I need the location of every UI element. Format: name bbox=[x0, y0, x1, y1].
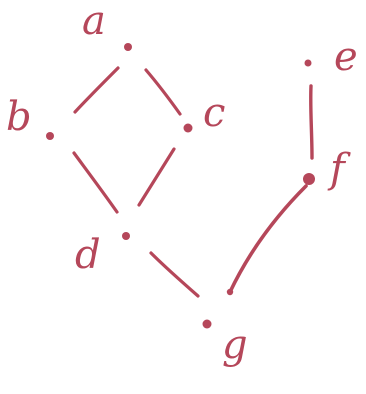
node-b-label: b bbox=[6, 94, 32, 140]
node-c-label: c bbox=[203, 90, 225, 136]
node-f-dot bbox=[303, 173, 315, 185]
node-d-dot bbox=[122, 232, 130, 240]
diagram-nodes: a b c d e f g bbox=[6, 0, 358, 368]
node-g-label: g bbox=[222, 322, 248, 368]
edge-a-c bbox=[144, 68, 182, 116]
edge-f-g-endpoint bbox=[226, 288, 234, 296]
edge-e-f bbox=[309, 84, 314, 160]
node-g-dot bbox=[202, 319, 212, 329]
edge-c-d bbox=[137, 147, 176, 207]
edge-b-d bbox=[72, 151, 119, 214]
node-f-label: f bbox=[327, 146, 351, 192]
node-b-dot bbox=[46, 132, 54, 140]
node-a-label: a bbox=[82, 0, 106, 44]
diagram-edges bbox=[72, 66, 314, 298]
edge-f-g bbox=[228, 184, 308, 294]
edge-a-b bbox=[73, 66, 120, 114]
node-c-dot bbox=[183, 123, 193, 133]
node-d-label: d bbox=[75, 232, 101, 278]
node-a-dot bbox=[124, 43, 132, 51]
edge-d-g bbox=[149, 251, 200, 298]
node-e-label: e bbox=[334, 34, 358, 80]
node-e-dot bbox=[304, 59, 312, 67]
